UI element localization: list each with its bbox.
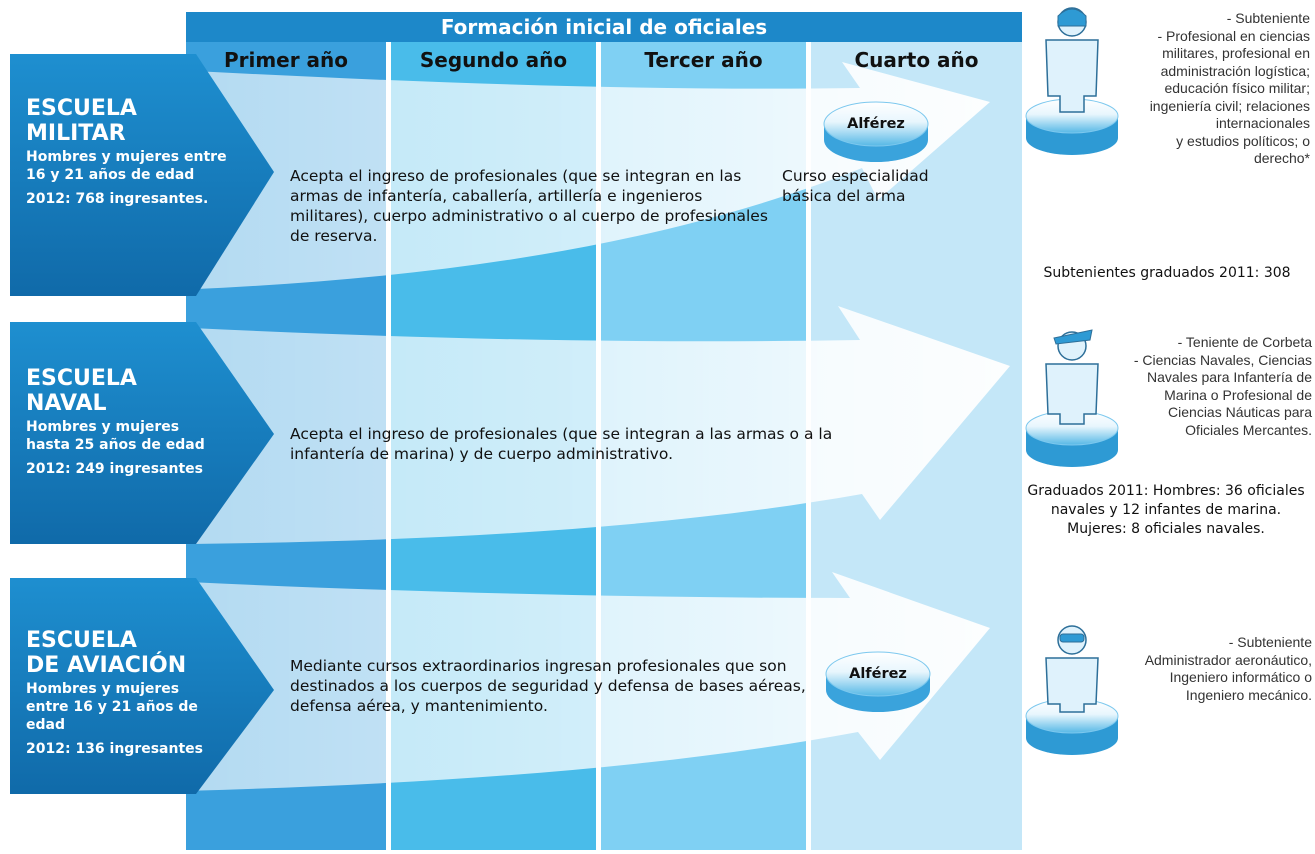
school-block-naval [10, 322, 274, 544]
admission-text-naval: Acepta el ingreso de profesionales (que … [290, 425, 833, 463]
band-militar [0, 60, 990, 295]
school-block-aviacion [10, 578, 274, 794]
school-intake: 2012: 249 ingresantes [26, 461, 203, 477]
outcome-text-naval: - Teniente de Corbeta - Ciencias Navales… [1133, 334, 1312, 438]
alferez-badge-2: Alférez [849, 666, 907, 682]
title-bar: Formación inicial de oficiales [186, 12, 1022, 42]
officer-figure-naval [1025, 329, 1119, 467]
admission-text-militar: Acepta el ingreso de profesionales (que … [290, 167, 768, 245]
school-block-militar [10, 54, 274, 296]
outcome-text-militar: - Subteniente - Profesional en ciencias … [1149, 10, 1310, 166]
school-intake: 2012: 768 ingresantes. [26, 191, 209, 207]
school-intake: 2012: 136 ingresantes [26, 741, 203, 757]
school-label-militar: ESCUELA MILITAR Hombres y mujeres entre … [26, 96, 256, 206]
school-name-line2: NAVAL [26, 391, 107, 416]
outcome-text-aviacion: - Subteniente Administrador aeronáutico,… [1144, 634, 1312, 703]
school-name-line1: ESCUELA [26, 628, 137, 653]
school-eligibility: Hombres y mujeres entre 16 y 21 años de … [26, 149, 227, 183]
band-aviacion [0, 572, 990, 795]
column-header-tercer-ano: Tercer año [644, 48, 763, 72]
officer-figure-militar [1025, 7, 1119, 155]
course-text-militar: Curso especialidad básica del arma [782, 167, 929, 205]
school-name-line1: ESCUELA [26, 96, 137, 121]
column-header-segundo-ano: Segundo año [419, 48, 568, 72]
graduates-text-naval: Graduados 2011: Hombres: 36 oficiales na… [1027, 483, 1305, 537]
graduates-text-militar: Subtenientes graduados 2011: 308 [1043, 265, 1291, 281]
school-name-line1: ESCUELA [26, 366, 137, 391]
admission-text-aviacion: Mediante cursos extraordinarios ingresan… [290, 657, 806, 715]
officer-figure-aviacion [1025, 625, 1119, 755]
column-header-primer-ano: Primer año [223, 48, 349, 72]
school-eligibility: Hombres y mujeres hasta 25 años de edad [26, 419, 205, 453]
school-label-aviacion: ESCUELA DE AVIACIÓN Hombres y mujeres en… [26, 628, 256, 756]
alferez-badge-1: Alférez [847, 116, 905, 132]
alferez-disc-2 [825, 651, 931, 712]
school-eligibility: Hombres y mujeres entre 16 y 21 años de … [26, 681, 198, 733]
school-label-naval: ESCUELA NAVAL Hombres y mujeres hasta 25… [26, 366, 256, 476]
column-header-cuarto-ano: Cuarto año [854, 48, 979, 72]
school-name-line2: DE AVIACIÓN [26, 653, 187, 678]
band-naval [0, 306, 1010, 545]
alferez-disc-1 [823, 101, 929, 162]
school-name-line2: MILITAR [26, 121, 126, 146]
